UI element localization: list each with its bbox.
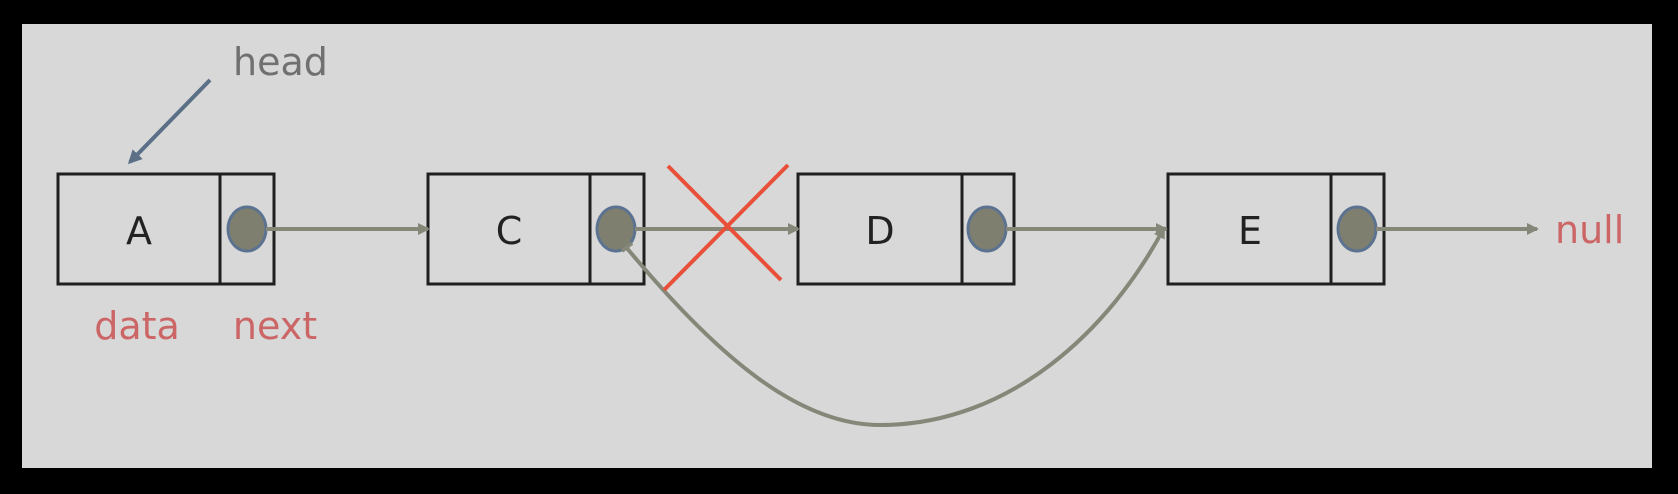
diagram-background [22,24,1652,468]
next-field-label: next [233,304,317,348]
next-pointer-dot [1336,205,1378,253]
list-node-a: A [56,172,276,286]
node-data-text: A [126,209,152,253]
node-data-text: C [496,209,523,253]
null-label: null [1555,208,1624,252]
removed-link-cross-icon [662,163,790,292]
next-pointer-dot [966,205,1008,253]
bypass-link-c-to-e [624,226,1166,428]
data-field-label: data [94,304,180,348]
node-data-text: E [1238,209,1262,253]
bypass-link-tail [620,241,634,253]
head-label: head [233,40,328,84]
node-data-text: D [865,209,894,253]
next-pointer-dot [226,205,268,253]
head-pointer-arrow [127,78,212,165]
